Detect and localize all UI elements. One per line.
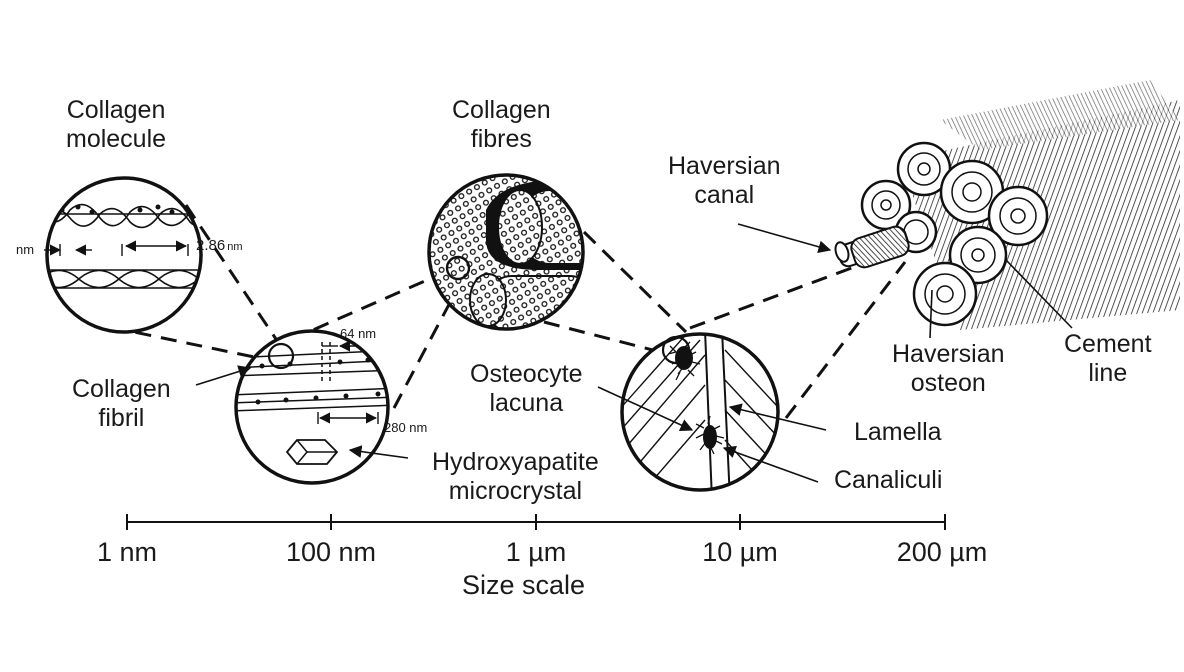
scale-tick-label: 200 µm bbox=[896, 537, 988, 567]
collagen-fibres-circle bbox=[427, 173, 585, 331]
scale-tick-label: 1 nm bbox=[96, 537, 158, 567]
collagen-fibril-circle bbox=[234, 329, 390, 485]
connector-molecule-top bbox=[184, 204, 284, 349]
connector-lacuna-top bbox=[582, 230, 688, 334]
label-nm: nm bbox=[16, 242, 35, 257]
label-canaliculi: Canaliculi bbox=[834, 466, 943, 494]
connector-osteon-bottom bbox=[784, 261, 907, 419]
scale-title: Size scale bbox=[462, 570, 586, 600]
label-64nm: 64 nm bbox=[340, 326, 377, 341]
lamella-circle bbox=[620, 332, 780, 492]
connector-molecule-bottom bbox=[109, 325, 279, 364]
collagen-molecule-circle bbox=[44, 176, 203, 334]
size-scale-axis bbox=[126, 514, 946, 530]
label-280nm: 280 nm bbox=[384, 420, 428, 435]
connector-fibres-left bbox=[289, 268, 451, 342]
scale-tick-label: 100 nm bbox=[285, 537, 377, 567]
zoom-connectors bbox=[109, 204, 907, 419]
label-2-86-unit: nm bbox=[227, 241, 243, 253]
pointer-arrows bbox=[195, 223, 1073, 483]
scale-tick-label: 1 µm bbox=[505, 537, 567, 567]
osteon-bundle bbox=[834, 80, 1180, 330]
label-lamella: Lamella bbox=[854, 418, 942, 446]
scale-tick-label: 10 µm bbox=[702, 537, 778, 567]
